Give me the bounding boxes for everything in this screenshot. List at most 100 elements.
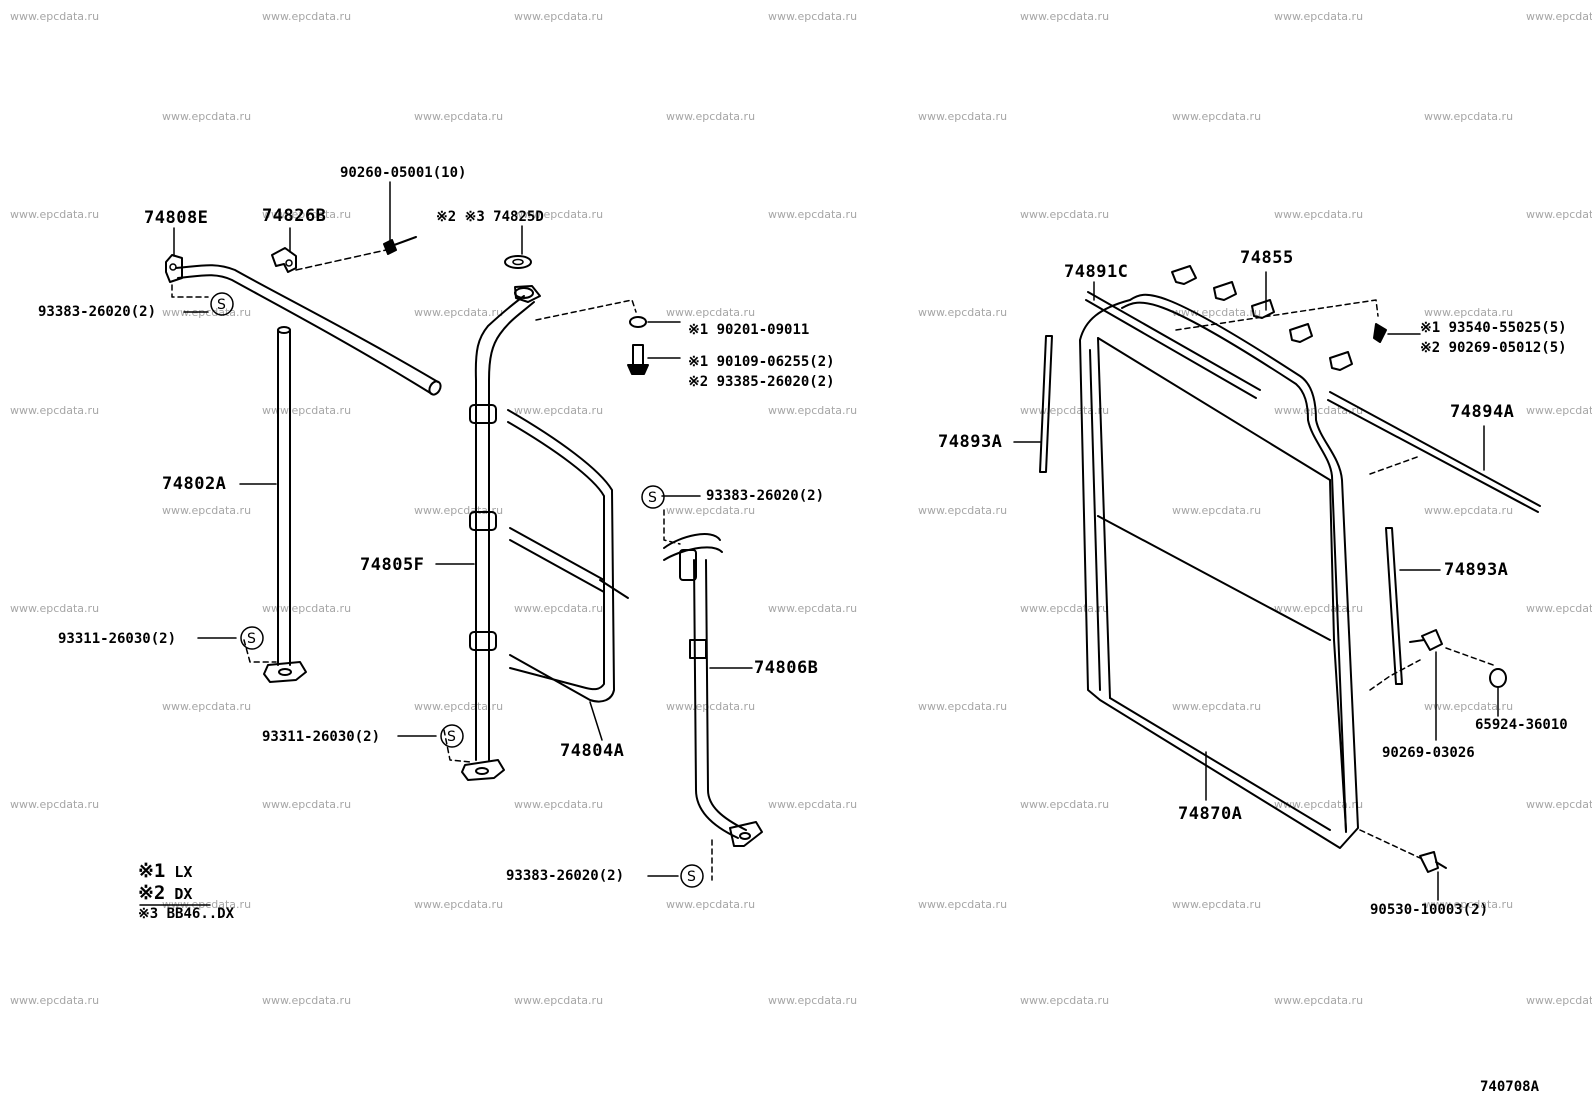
label-74806b: 74806B bbox=[754, 658, 819, 678]
watermark-text: www.epcdata.ru bbox=[1424, 700, 1514, 713]
legend-value-1: LX bbox=[174, 863, 193, 881]
watermark-text: www.epcdata.ru bbox=[1424, 898, 1514, 911]
bolt-90109 bbox=[627, 344, 649, 375]
watermark-text: www.epcdata.ru bbox=[514, 798, 604, 811]
watermark-text: www.epcdata.ru bbox=[10, 208, 100, 221]
svg-text:S: S bbox=[217, 297, 226, 313]
watermark-text: www.epcdata.ru bbox=[414, 110, 504, 123]
watermark-text: www.epcdata.ru bbox=[768, 208, 858, 221]
clips-74855 bbox=[1171, 265, 1353, 371]
watermark-text: www.epcdata.ru bbox=[768, 994, 858, 1007]
label-74870a: 74870A bbox=[1178, 804, 1243, 824]
fastener-90269-03026 bbox=[1409, 629, 1443, 651]
watermark-text: www.epcdata.ru bbox=[918, 898, 1008, 911]
legend-value-2: DX bbox=[174, 885, 193, 903]
watermark-text: www.epcdata.ru bbox=[1424, 110, 1514, 123]
legend-key-1: ※1 bbox=[138, 860, 166, 882]
label-74826b: 74826B bbox=[262, 206, 327, 226]
watermark-text: www.epcdata.ru bbox=[1172, 700, 1262, 713]
watermark-text: www.epcdata.ru bbox=[414, 504, 504, 517]
label-93311-26030-b: 93311-26030(2) bbox=[262, 729, 381, 745]
panel-74870a bbox=[1079, 293, 1359, 849]
watermark-text: www.epcdata.ru bbox=[1020, 994, 1110, 1007]
label-74825d: ※2 ※3 74825D bbox=[436, 209, 544, 225]
watermark-text: www.epcdata.ru bbox=[768, 404, 858, 417]
watermark-text: www.epcdata.ru bbox=[1274, 798, 1364, 811]
label-74893a-left: 74893A bbox=[938, 432, 1003, 452]
watermark-text: www.epcdata.ru bbox=[262, 798, 352, 811]
watermark-text: www.epcdata.ru bbox=[666, 504, 756, 517]
legend-value-3: BB46..DX bbox=[166, 906, 235, 922]
strip-74894a bbox=[1327, 391, 1541, 513]
watermark-text: www.epcdata.ru bbox=[1526, 994, 1592, 1007]
watermark-text: www.epcdata.ru bbox=[514, 10, 604, 23]
watermark-text: www.epcdata.ru bbox=[1274, 208, 1364, 221]
watermark-text: www.epcdata.ru bbox=[1526, 10, 1592, 23]
label-74891c: 74891C bbox=[1064, 262, 1129, 282]
watermark-text: www.epcdata.ru bbox=[162, 700, 252, 713]
label-93540-55025: ※1 93540-55025(5) bbox=[1420, 320, 1567, 336]
watermark-text: www.epcdata.ru bbox=[10, 994, 100, 1007]
watermark-text: www.epcdata.ru bbox=[1172, 898, 1262, 911]
svg-text:S: S bbox=[687, 869, 696, 885]
legend-key-2: ※2 bbox=[138, 882, 166, 904]
label-74808e: 74808E bbox=[144, 208, 209, 228]
screw-93540 bbox=[1373, 323, 1387, 343]
label-90260-05001: 90260-05001(10) bbox=[340, 165, 467, 181]
watermark-text: www.epcdata.ru bbox=[262, 602, 352, 615]
watermark-text: www.epcdata.ru bbox=[1274, 994, 1364, 1007]
watermark-text: www.epcdata.ru bbox=[262, 10, 352, 23]
s-symbol-letters: S S S S S bbox=[217, 297, 696, 885]
label-74802a: 74802A bbox=[162, 474, 227, 494]
label-93383-26020-a: 93383-26020(2) bbox=[38, 304, 157, 320]
watermark-text: www.epcdata.ru bbox=[162, 504, 252, 517]
label-74893a-right: 74893A bbox=[1444, 560, 1509, 580]
watermark-text: www.epcdata.ru bbox=[1274, 10, 1364, 23]
watermark-text: www.epcdata.ru bbox=[918, 504, 1008, 517]
pillar-74802a bbox=[263, 326, 307, 683]
watermark-text: www.epcdata.ru bbox=[262, 994, 352, 1007]
watermark-text: www.epcdata.ru bbox=[1424, 306, 1514, 319]
watermark-text: www.epcdata.ru bbox=[1526, 798, 1592, 811]
watermark-text: www.epcdata.ru bbox=[10, 798, 100, 811]
diagram-id: 740708A bbox=[1480, 1079, 1540, 1095]
s-symbol-circles bbox=[210, 292, 704, 888]
watermark-text: www.epcdata.ru bbox=[1172, 110, 1262, 123]
watermark-text: www.epcdata.ru bbox=[162, 110, 252, 123]
watermark-text: www.epcdata.ru bbox=[514, 994, 604, 1007]
watermark-text: www.epcdata.ru bbox=[1172, 306, 1262, 319]
watermark-text: www.epcdata.ru bbox=[1020, 10, 1110, 23]
label-90269-03026: 90269-03026 bbox=[1382, 745, 1475, 761]
handle-74806b bbox=[663, 533, 763, 847]
watermark-text: www.epcdata.ru bbox=[918, 306, 1008, 319]
label-65924-36010: 65924-36010 bbox=[1475, 717, 1568, 733]
watermark-text: www.epcdata.ru bbox=[1020, 208, 1110, 221]
strip-74893a-left bbox=[1039, 335, 1053, 473]
leader-lines-left bbox=[173, 181, 753, 877]
watermark-text: www.epcdata.ru bbox=[514, 602, 604, 615]
weatherstrip-74891c bbox=[1085, 291, 1261, 399]
label-74805f: 74805F bbox=[360, 555, 425, 575]
watermark-text: www.epcdata.ru bbox=[768, 602, 858, 615]
watermark-text: www.epcdata.ru bbox=[1526, 208, 1592, 221]
label-93385-26020: ※2 93385-26020(2) bbox=[688, 374, 835, 390]
fastener-90530 bbox=[1419, 851, 1447, 873]
strip-74893a-right bbox=[1385, 527, 1403, 685]
watermark-text: www.epcdata.ru bbox=[262, 208, 352, 221]
handle-74804a bbox=[507, 409, 629, 703]
watermark-text: www.epcdata.ru bbox=[262, 404, 352, 417]
legend: ※1 LX ※2 DX ※3 BB46..DX bbox=[138, 860, 234, 928]
watermark-text: www.epcdata.ru bbox=[1172, 504, 1262, 517]
legend-key-3: ※3 bbox=[138, 906, 159, 922]
label-90201-09011: ※1 90201-09011 bbox=[688, 322, 810, 338]
label-93383-26020-c: 93383-26020(2) bbox=[506, 868, 625, 884]
watermark-text: www.epcdata.ru bbox=[10, 404, 100, 417]
watermark-text: www.epcdata.ru bbox=[1424, 504, 1514, 517]
watermark-text: www.epcdata.ru bbox=[1526, 404, 1592, 417]
watermark-text: www.epcdata.ru bbox=[10, 602, 100, 615]
watermark-text: www.epcdata.ru bbox=[666, 898, 756, 911]
label-90109-06255: ※1 90109-06255(2) bbox=[688, 354, 835, 370]
watermark-text: www.epcdata.ru bbox=[768, 798, 858, 811]
